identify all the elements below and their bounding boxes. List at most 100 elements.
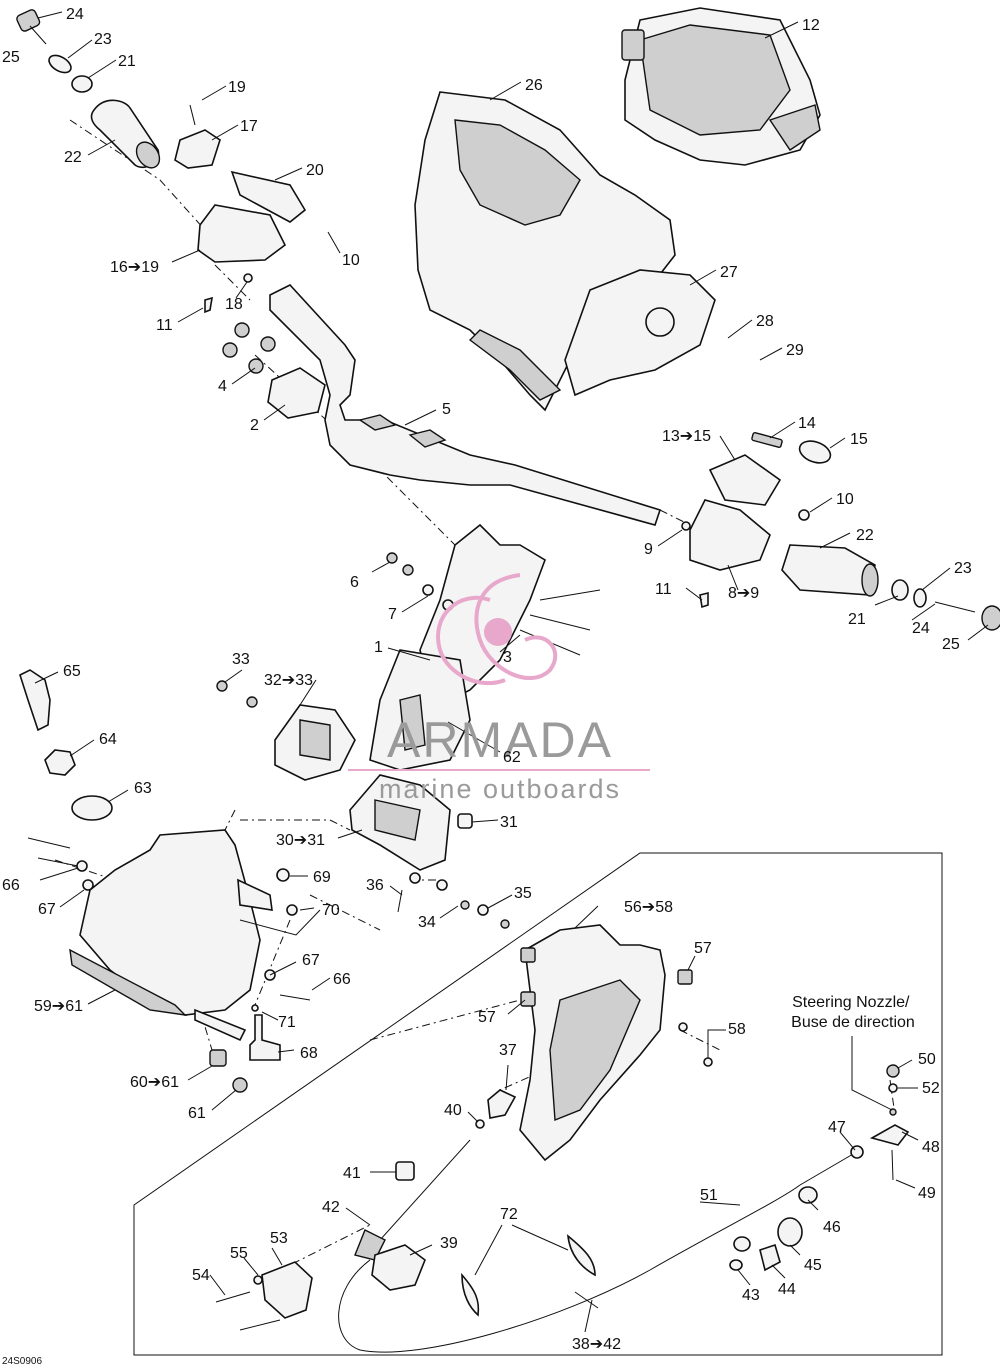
label-54: 54 (192, 1267, 210, 1284)
label-63: 63 (134, 780, 152, 797)
label-45: 45 (804, 1257, 822, 1274)
label-6: 6 (350, 574, 359, 591)
label-65: 65 (63, 663, 81, 680)
label-8-9: 8➔9 (728, 585, 759, 602)
bracket-30-31 (349, 774, 510, 929)
label-64: 64 (99, 731, 117, 748)
watermark-brand: ARMADA (387, 712, 613, 768)
label-2: 2 (250, 417, 259, 434)
label-67-left: 67 (38, 901, 56, 918)
label-22-right: 22 (856, 527, 874, 544)
label-20: 20 (306, 162, 324, 179)
bracket-32-33 (216, 680, 356, 781)
label-23-right: 23 (954, 560, 972, 577)
watermark: ARMADA marine outboards (348, 573, 650, 804)
steering-column (369, 523, 601, 771)
label-38-42: 38➔42 (572, 1336, 621, 1353)
label-17: 17 (240, 118, 258, 135)
label-46: 46 (823, 1219, 841, 1236)
label-43: 43 (742, 1287, 760, 1304)
label-29: 29 (786, 342, 804, 359)
cable-assembly (215, 1064, 910, 1353)
label-52: 52 (922, 1080, 940, 1097)
nuts-4 (222, 322, 276, 374)
label-51: 51 (700, 1187, 718, 1204)
watermark-logo-swirl (436, 573, 558, 686)
label-50: 50 (918, 1051, 936, 1068)
label-23-top: 23 (94, 31, 112, 48)
label-28: 28 (756, 313, 774, 330)
label-22-top: 22 (64, 149, 82, 166)
label-9: 9 (644, 541, 653, 558)
label-12: 12 (802, 17, 820, 34)
label-34: 34 (418, 914, 436, 931)
label-24-top: 24 (66, 6, 84, 23)
label-21-top: 21 (118, 53, 136, 70)
right-grip-assembly (681, 432, 1000, 631)
label-26: 26 (525, 77, 543, 94)
label-5: 5 (442, 401, 451, 418)
cable-line (338, 1184, 801, 1353)
label-41: 41 (343, 1165, 361, 1182)
label-13-15: 13➔15 (662, 428, 711, 445)
label-55: 55 (230, 1245, 248, 1262)
console-cover (414, 91, 676, 412)
label-69: 69 (313, 869, 331, 886)
label-61: 61 (188, 1105, 206, 1122)
label-18: 18 (225, 296, 243, 313)
left-housing (197, 204, 287, 263)
part-labels: 24 25 23 21 22 19 17 20 10 16➔19 18 11 4… (2, 6, 972, 1367)
lever-parts-63-71 (19, 669, 311, 1001)
label-59-61: 59➔61 (34, 998, 83, 1015)
label-72: 72 (500, 1206, 518, 1223)
label-58: 58 (728, 1021, 746, 1038)
label-19: 19 (228, 79, 246, 96)
label-42: 42 (322, 1199, 340, 1216)
label-71: 71 (278, 1014, 296, 1031)
label-1: 1 (374, 639, 383, 656)
lever-base (69, 829, 281, 1093)
label-10-top: 10 (342, 252, 360, 269)
label-53: 53 (270, 1230, 288, 1247)
label-57-right: 57 (694, 940, 712, 957)
label-11-right: 11 (655, 581, 672, 598)
label-62: 62 (503, 749, 521, 766)
label-56-58: 56➔58 (624, 899, 673, 916)
label-11-top: 11 (156, 317, 173, 334)
label-68: 68 (300, 1045, 318, 1062)
label-31: 31 (500, 814, 518, 831)
label-14: 14 (798, 415, 816, 432)
label-37: 37 (499, 1042, 517, 1059)
leader-lines (34, 11, 989, 1333)
label-25-top: 25 (2, 49, 20, 66)
label-49: 49 (918, 1185, 936, 1202)
label-27: 27 (720, 264, 738, 281)
label-40: 40 (444, 1102, 462, 1119)
handlebar (269, 284, 662, 526)
label-4: 4 (218, 378, 227, 395)
label-70: 70 (322, 902, 340, 919)
left-grip-assembly (16, 9, 307, 314)
label-44: 44 (778, 1281, 796, 1298)
clamp-2 (267, 367, 326, 419)
note-line-2: Buse de direction (791, 1014, 915, 1031)
label-15: 15 (850, 431, 868, 448)
label-3: 3 (503, 649, 512, 666)
lower-assembly-frame (133, 852, 943, 1356)
label-48: 48 (922, 1139, 940, 1156)
label-16-19: 16➔19 (110, 259, 159, 276)
label-25-right: 25 (942, 636, 960, 653)
right-housing (689, 499, 771, 571)
note-line-1: Steering Nozzle/ (792, 994, 910, 1011)
label-10-right: 10 (836, 491, 854, 508)
label-35: 35 (514, 885, 532, 902)
note-steering-nozzle: Steering Nozzle/ Buse de direction (791, 994, 915, 1031)
label-30-31: 30➔31 (276, 832, 325, 849)
watermark-tagline: marine outboards (379, 774, 621, 804)
console-panel-27 (564, 269, 716, 397)
label-66-left: 66 (2, 877, 20, 894)
label-39: 39 (440, 1235, 458, 1252)
label-67-right: 67 (302, 952, 320, 969)
label-32-33: 32➔33 (264, 672, 313, 689)
label-33: 33 (232, 651, 250, 668)
